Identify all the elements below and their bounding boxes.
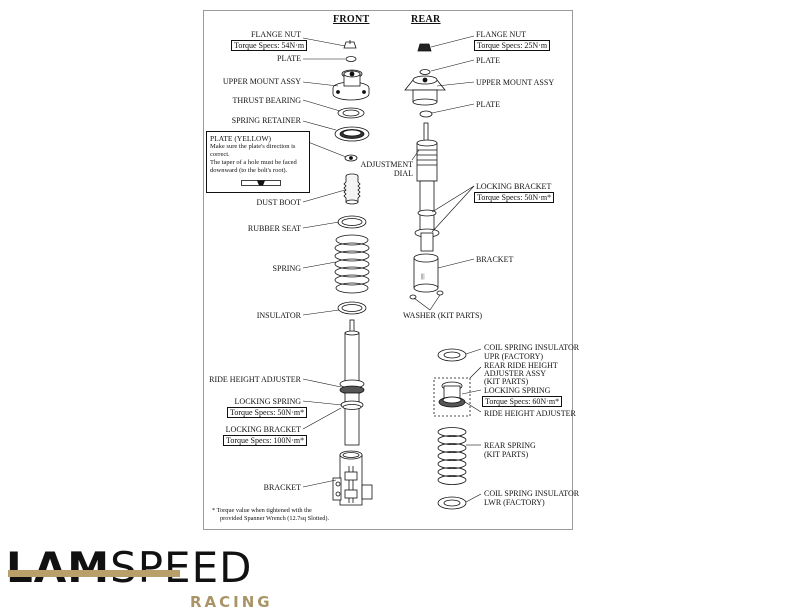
rear-plate2-label: PLATE [476,100,500,109]
front-upper-mount-label: UPPER MOUNT ASSY [222,77,301,86]
washer-label: WASHER (KIT PARTS) [403,311,483,320]
rear-flange-nut-part [417,43,432,52]
coil-lwr-label-2: LWR (FACTORY) [484,498,545,507]
front-yellow-plate-part [344,154,358,162]
front-bracket-part [332,450,373,506]
front-rubber-seat-label: RUBBER SEAT [247,224,301,233]
rear-ride-height-label-1: REAR RIDE HEIGHT [484,361,558,370]
note-line-4: downward (to the bolt's root). [210,167,288,174]
coil-upr-label-2: UPR (FACTORY) [484,352,544,361]
front-locking-spring-torque: Torque Specs: 50N·m* [227,407,308,418]
footnote-line-2: provided Spanner Wrench (12.7sq Slotted)… [220,515,330,522]
logo-racing: RACING [190,593,273,611]
rear-shock-body-part [414,122,440,252]
rear-bracket-part: ||| [409,253,444,300]
rear-leader-lines [411,35,482,503]
front-dust-boot-label: DUST BOOT [256,198,301,207]
front-locking-bracket-label: LOCKING BRACKET [225,425,301,434]
front-rubber-seat-part [337,215,367,229]
front-plate-part [345,56,357,62]
rear-ride-height-adjuster-label: RIDE HEIGHT ADJUSTER [484,409,576,418]
front-bracket-label: BRACKET [263,483,301,492]
front-locking-bracket-torque: Torque Specs: 100N·m* [223,435,308,446]
front-spring-label: SPRING [272,264,301,273]
rear-flange-nut-label: FLANGE NUT [476,30,526,39]
rear-ride-height-label-3: (KIT PARTS) [484,377,529,386]
rear-ride-height-assy-part [433,377,471,417]
rear-plate2-part [419,110,433,118]
front-insulator-part [337,301,367,315]
logo-speed: SPEED [110,543,253,592]
coil-lwr-label-1: COIL SPRING INSULATOR [484,489,580,498]
front-ride-height-adjuster-label: RIDE HEIGHT ADJUSTER [209,375,301,384]
adjustment-dial-label-2: DIAL [393,169,413,178]
front-spring-retainer-part [334,126,370,142]
rear-coil-lwr-part [437,496,467,510]
svg-text:|||: ||| [421,274,425,280]
rear-locking-spring-label: LOCKING SPRING [484,386,551,395]
front-locking-spring-label: LOCKING SPRING [234,397,301,406]
note-line-2: correct. [210,151,230,158]
rear-plate-part [419,69,431,75]
note-title: PLATE (YELLOW) [210,134,272,143]
rear-upper-mount-label: UPPER MOUNT ASSY [476,78,555,87]
front-spring-retainer-label: SPRING RETAINER [231,116,301,125]
logo-accent-bar [8,570,180,577]
rear-locking-spring-torque: Torque Specs: 60N·m* [482,396,563,407]
rear-header: REAR [411,14,441,25]
front-flange-nut-part [343,40,357,49]
rear-locking-bracket-label: LOCKING BRACKET [476,182,552,191]
front-upper-mount-part [332,69,370,101]
footnote-line-1: * Torque value when tightened with the [212,507,312,514]
rear-coil-upr-part [437,348,467,362]
logo-lam: LAM [6,543,111,592]
front-dust-boot-part [343,173,361,205]
front-thrust-bearing-part [337,107,365,119]
front-insulator-label: INSULATOR [256,311,301,320]
note-line-1: Make sure the plate's direction is [210,143,296,150]
rear-upper-mount-part [404,75,446,106]
exploded-diagram: ||| [302,35,482,510]
front-flange-nut-label: FLANGE NUT [251,30,301,39]
rear-spring-part [437,427,467,485]
rear-flange-nut-torque: Torque Specs: 25N·m [474,40,551,51]
plate-yellow-note: PLATE (YELLOW) Make sure the plate's dir… [206,131,310,193]
rear-bracket-label: BRACKET [476,255,514,264]
rear-spring-label-2: (KIT PARTS) [484,450,529,459]
front-flange-nut-torque: Torque Specs: 54N·m [231,40,308,51]
rear-spring-label-1: REAR SPRING [484,441,536,450]
front-plate-label: PLATE [277,54,301,63]
front-spring-part [334,234,370,294]
rear-locking-bracket-torque: Torque Specs: 50N·m* [474,192,555,203]
rear-plate-label: PLATE [476,56,500,65]
plate-taper-icon [241,180,281,186]
lamspeed-logo: LAMSPEED RACING [0,540,800,611]
front-leader-lines [302,37,347,488]
logo-wordmark: LAMSPEED [6,546,252,590]
note-line-3: The taper of a hole must be faced [210,159,297,166]
torque-footnote: * Torque value when tightened with the p… [212,507,329,523]
adjustment-dial-label-1: ADJUSTMENT [360,160,413,169]
front-thrust-bearing-label: THRUST BEARING [232,96,301,105]
front-shock-body-part [339,319,365,446]
coil-upr-label-1: COIL SPRING INSULATOR [484,343,580,352]
rear-ride-height-label-2: ADJUSTER ASSY [484,369,547,378]
front-header: FRONT [333,14,370,25]
